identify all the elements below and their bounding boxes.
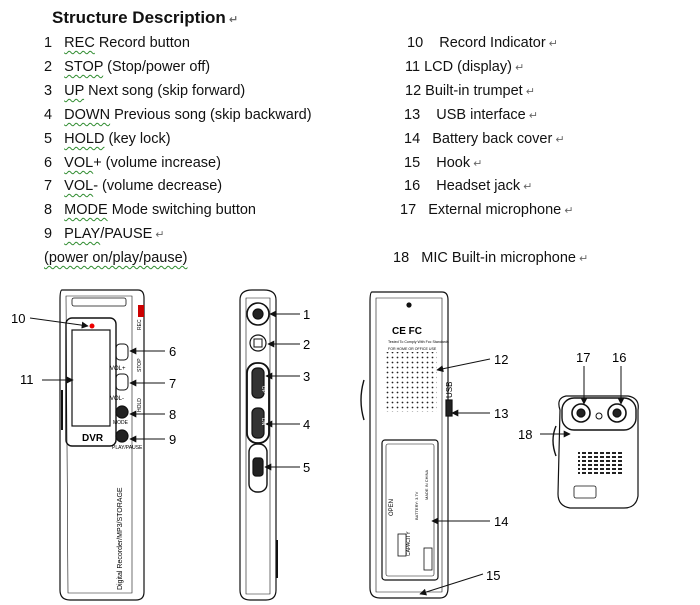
side-view: [239, 289, 278, 601]
record-indicator-led: [89, 323, 95, 329]
callout-18: 18: [518, 427, 532, 442]
callout-2: 2: [303, 337, 310, 352]
back-body-outline: [369, 291, 449, 599]
list-item-14: 14 Battery back cover↵: [404, 131, 565, 147]
page-title: Structure Description↵: [52, 8, 239, 27]
top-view: [552, 395, 639, 509]
front-view: [59, 289, 145, 601]
rec-button-side: [138, 305, 144, 317]
speaker-grille: [385, 352, 437, 412]
top-callouts: [540, 366, 625, 438]
rec-button-side-view: [246, 302, 270, 326]
list-item-8: 8 MODE Mode switching button: [44, 202, 256, 218]
rec-button-center: [252, 308, 264, 320]
back-tested: Tested To Comply With Fcc Standards: [388, 340, 449, 344]
callout-1: 1: [303, 307, 310, 322]
callout-6: 6: [169, 344, 176, 359]
back-view: [360, 291, 453, 599]
back-model: FOR HOME OR OFFICE USE: [388, 347, 437, 351]
callout-16: 16: [612, 350, 626, 365]
builtin-mic-hole: [595, 412, 603, 420]
callout-10: 10: [11, 311, 25, 326]
callout-11: 11: [20, 372, 34, 387]
back-ce-mark: CE FC: [392, 326, 422, 337]
list-item-9: 9 PLAY/PAUSE↵: [44, 226, 165, 242]
list-item-6: 6 VOL+ (volume increase): [44, 155, 221, 171]
list-item-1: 1 REC Record button: [44, 35, 190, 51]
callout-14: 14: [494, 514, 508, 529]
list-item-12: 12 Built-in trumpet↵: [405, 83, 535, 99]
list-item-7: 7 VOL- (volume decrease): [44, 178, 223, 194]
vol-plus-button: [115, 343, 129, 361]
back-screw: [406, 302, 412, 308]
list-item-16: 16 Headset jack↵: [404, 178, 533, 194]
list-item-2: 2 STOP (Stop/power off): [44, 59, 211, 75]
back-battery-label: BATTERY: 3.7V: [414, 491, 419, 520]
top-cap: [561, 397, 637, 431]
stop-button-side-view: [249, 334, 267, 352]
front-callouts: [29, 317, 165, 443]
front-stop-label: STOP: [137, 358, 143, 372]
callout-17: 17: [576, 350, 590, 365]
vol-minus-button: [115, 373, 129, 391]
list-item-18: 18 MIC Built-in microphone↵: [393, 250, 589, 266]
list-item-10: 10 Record Indicator↵: [407, 35, 558, 51]
top-body-outline: [557, 395, 639, 509]
front-vol-plus-label: VOL+: [110, 366, 126, 372]
back-usb-label: USB: [445, 382, 454, 398]
front-body-outline: [59, 289, 145, 601]
callout-9: 9: [169, 432, 176, 447]
mode-button: [115, 405, 129, 419]
side-body-outline: [239, 289, 277, 601]
headset-jack: [607, 403, 627, 423]
front-dvr-label: DVR: [82, 433, 104, 444]
back-made-label: MADE IN CHINA: [424, 469, 429, 500]
callout-12: 12: [494, 352, 508, 367]
play-pause-button: [115, 429, 129, 443]
down-button: [251, 407, 265, 439]
callout-4: 4: [303, 417, 310, 432]
front-body-inner: [65, 295, 133, 594]
battery-cover: [381, 439, 439, 581]
up-button: [251, 367, 265, 399]
callout-5: 5: [303, 460, 310, 475]
callout-3: 3: [303, 369, 310, 384]
front-rec-label: REC: [137, 319, 143, 330]
front-side-label: Digital Recorder/MP3/STORAGE: [117, 487, 124, 590]
list-item-5: 5 HOLD (key lock): [44, 131, 171, 147]
front-play-label: PLAY/PAUSE: [112, 445, 143, 451]
list-item-15: 15 Hook↵: [404, 155, 483, 171]
callout-7: 7: [169, 376, 176, 391]
list-item-4: 4 DOWN Previous song (skip backward): [44, 107, 312, 123]
list-item-13: 13 USB interface↵: [404, 107, 538, 123]
list-item-11: 11 LCD (display)↵: [405, 59, 525, 75]
up-down-rocker: [246, 362, 270, 444]
top-speaker-slots: [578, 452, 622, 476]
callout-13: 13: [494, 406, 508, 421]
front-mode-label: MODE: [113, 420, 129, 426]
back-capacity-label: CAPACITY: [406, 531, 412, 556]
front-hold-label: HOLD: [137, 398, 143, 412]
front-top-strip: [71, 297, 127, 307]
list-item-3: 3 UP Next song (skip forward): [44, 83, 246, 99]
usb-port: [445, 399, 453, 417]
list-item-9-continued: (power on/play/pause): [44, 250, 188, 266]
back-callouts: [419, 358, 491, 596]
callout-8: 8: [169, 407, 176, 422]
side-callouts: [264, 310, 300, 471]
front-vol-minus-label: VOL-: [110, 396, 124, 402]
list-item-17: 17 External microphone↵: [400, 202, 574, 218]
rocker-down-label: DN: [260, 418, 266, 426]
callout-15: 15: [486, 568, 500, 583]
back-open-label: OPEN: [389, 499, 395, 516]
lcd-display: [71, 329, 111, 427]
rocker-up-label: UP: [260, 386, 266, 394]
